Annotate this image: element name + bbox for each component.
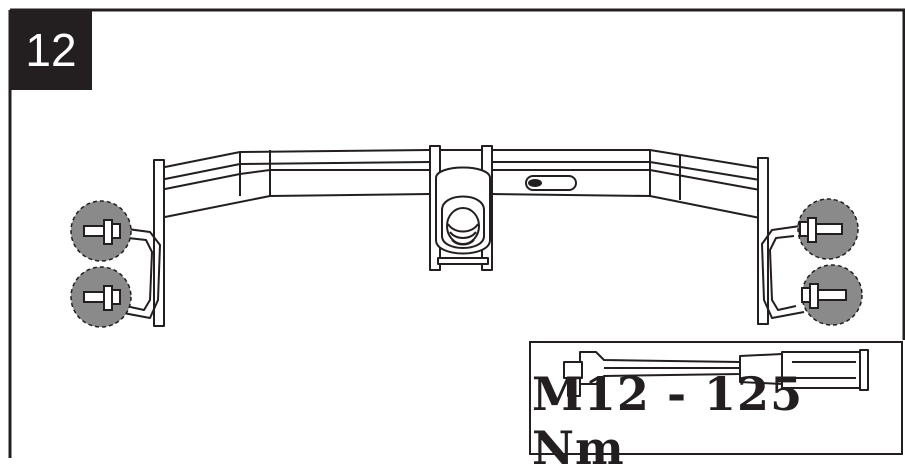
diagram-canvas xyxy=(8,8,905,458)
torque-inset xyxy=(529,341,903,455)
bolt-highlights xyxy=(70,198,863,328)
bolt-highlight-icon xyxy=(797,198,859,260)
bolt-highlight-icon xyxy=(70,266,132,328)
torque-spec-label: M12 - 125 Nm xyxy=(532,367,804,475)
torque-wrench-icon xyxy=(563,349,869,397)
bolt-highlight-icon xyxy=(801,264,863,326)
step-number: 12 xyxy=(25,24,77,76)
instruction-step-panel: 12 M12 - 125 Nm xyxy=(8,8,905,475)
step-number-badge: 12 xyxy=(10,10,92,90)
tow-bar-icon xyxy=(117,145,805,327)
bolt-highlight-icon xyxy=(70,200,132,262)
